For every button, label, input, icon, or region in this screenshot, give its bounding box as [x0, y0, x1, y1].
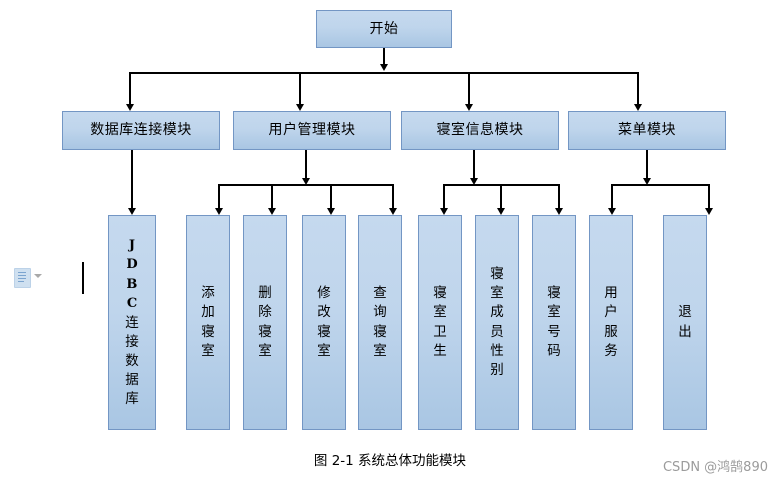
- paste-options-icon[interactable]: [14, 268, 31, 288]
- arrow-leaf-6: [440, 208, 448, 215]
- node-leaf-dorm-number[interactable]: 寝室号码: [532, 215, 576, 430]
- connector-root-bus: [129, 72, 638, 74]
- node-module-menu[interactable]: 菜单模块: [568, 111, 726, 150]
- node-module-3-label: 寝室信息模块: [436, 122, 524, 139]
- text-cursor: [82, 262, 84, 294]
- arrow-leaf-8: [555, 208, 563, 215]
- node-leaf-1-label: JDBC连接数据库: [125, 237, 139, 408]
- node-module-user-management[interactable]: 用户管理模块: [233, 111, 391, 150]
- node-leaf-9-label: 用户服务: [604, 285, 618, 359]
- connector-module4-stem: [646, 150, 648, 182]
- connector-module2-bus: [218, 184, 394, 186]
- connector-drop-leaf-6: [443, 184, 445, 212]
- arrow-leaf-1: [128, 208, 136, 215]
- connector-drop-module-4: [637, 72, 639, 108]
- arrow-leaf-2: [215, 208, 223, 215]
- connector-drop-leaf-4: [330, 184, 332, 212]
- connector-module2-stem: [305, 150, 307, 182]
- arrow-leaf-3: [268, 208, 276, 215]
- connector-drop-leaf-9: [611, 184, 613, 212]
- node-leaf-4-label: 修改寝室: [317, 285, 331, 359]
- arrow-module-2: [296, 104, 304, 111]
- arrow-module2-stem: [302, 178, 310, 185]
- arrow-module4-stem: [643, 178, 651, 185]
- node-leaf-exit[interactable]: 退出: [663, 215, 707, 430]
- node-leaf-3-label: 删除寝室: [258, 285, 272, 359]
- node-leaf-5-label: 查询寝室: [373, 285, 387, 359]
- connector-drop-leaf-2: [218, 184, 220, 212]
- node-leaf-jdbc[interactable]: JDBC连接数据库: [108, 215, 156, 430]
- connector-drop-leaf-7: [500, 184, 502, 212]
- node-module-database-connection[interactable]: 数据库连接模块: [62, 111, 220, 150]
- node-leaf-dorm-hygiene[interactable]: 寝室卫生: [418, 215, 462, 430]
- node-module-4-label: 菜单模块: [618, 122, 676, 139]
- arrow-leaf-7: [497, 208, 505, 215]
- connector-drop-leaf-8: [558, 184, 560, 212]
- connector-drop-leaf-10: [708, 184, 710, 212]
- connector-root-stem: [383, 48, 385, 67]
- node-leaf-dorm-member-gender[interactable]: 寝室成员性别: [475, 215, 519, 430]
- figure-caption: 图 2-1 系统总体功能模块: [313, 453, 467, 469]
- connector-drop-module-1: [129, 72, 131, 108]
- arrow-module-3: [465, 104, 473, 111]
- node-leaf-8-label: 寝室号码: [547, 285, 561, 359]
- node-leaf-delete-dorm[interactable]: 删除寝室: [243, 215, 287, 430]
- connector-module4-bus: [611, 184, 710, 186]
- node-module-1-label: 数据库连接模块: [90, 122, 192, 139]
- arrow-leaf-5: [389, 208, 397, 215]
- connector-drop-leaf-5: [392, 184, 394, 212]
- node-module-dorm-info[interactable]: 寝室信息模块: [401, 111, 559, 150]
- arrow-module-1: [126, 104, 134, 111]
- node-leaf-10-label: 退出: [678, 304, 692, 340]
- connector-drop-leaf-3: [271, 184, 273, 212]
- node-leaf-add-dorm[interactable]: 添加寝室: [186, 215, 230, 430]
- node-start-label: 开始: [369, 20, 399, 37]
- chevron-down-icon[interactable]: [34, 274, 42, 278]
- node-start[interactable]: 开始: [316, 10, 452, 48]
- csdn-watermark: CSDN @鸿鹄890: [662, 460, 768, 475]
- node-leaf-query-dorm[interactable]: 查询寝室: [358, 215, 402, 430]
- node-module-2-label: 用户管理模块: [268, 122, 356, 139]
- node-leaf-2-label: 添加寝室: [201, 285, 215, 359]
- connector-module3-stem: [473, 150, 475, 182]
- arrow-module-4: [634, 104, 642, 111]
- node-leaf-7-label: 寝室成员性别: [490, 266, 504, 378]
- arrow-module3-stem: [470, 178, 478, 185]
- arrow-leaf-10: [705, 208, 713, 215]
- arrow-root-stem: [380, 64, 388, 71]
- node-leaf-6-label: 寝室卫生: [433, 285, 447, 359]
- node-leaf-modify-dorm[interactable]: 修改寝室: [302, 215, 346, 430]
- arrow-leaf-9: [608, 208, 616, 215]
- connector-drop-module-2: [299, 72, 301, 108]
- node-leaf-user-service[interactable]: 用户服务: [589, 215, 633, 430]
- arrow-leaf-4: [327, 208, 335, 215]
- connector-module1-to-leaf: [131, 150, 133, 212]
- connector-drop-module-3: [468, 72, 470, 108]
